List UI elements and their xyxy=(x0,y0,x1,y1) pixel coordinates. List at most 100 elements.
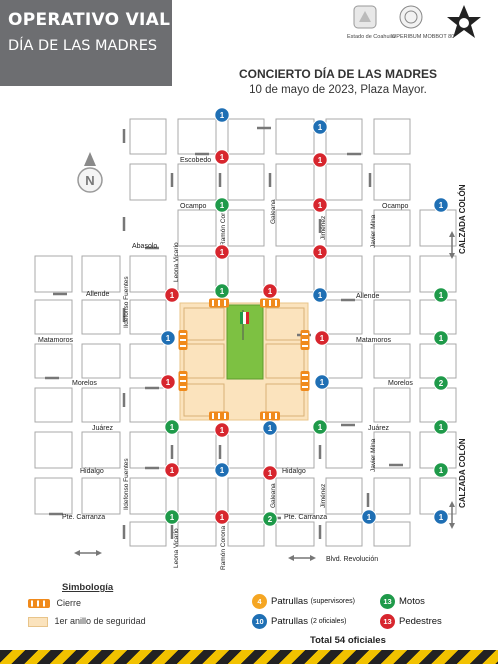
police-star-logo xyxy=(446,4,482,53)
street-label-morelos-right: Morelos xyxy=(388,380,413,387)
marker-pedestres: 1 xyxy=(312,244,328,260)
svg-text:1: 1 xyxy=(220,287,225,296)
marker-pedestres: 1 xyxy=(312,197,328,213)
city-block xyxy=(373,255,411,293)
closure-barrier xyxy=(260,411,280,421)
svg-text:1: 1 xyxy=(268,424,273,433)
city-block xyxy=(373,299,411,335)
marker-motos: 1 xyxy=(433,419,449,435)
marker-patrullas2: 1 xyxy=(262,420,278,436)
svg-text:2: 2 xyxy=(268,515,273,524)
city-block xyxy=(325,299,363,335)
closure-barrier xyxy=(300,371,310,391)
svg-text:1: 1 xyxy=(439,291,444,300)
city-block xyxy=(129,431,167,469)
city-block xyxy=(129,299,167,335)
city-block xyxy=(373,431,411,469)
marker-pedestres: 1 xyxy=(214,509,230,525)
svg-text:1: 1 xyxy=(320,334,325,343)
street-label-colon-top: CALZADA COLÓN xyxy=(458,184,467,254)
event-title: CONCIERTO DÍA DE LAS MADRES xyxy=(238,67,437,81)
city-block xyxy=(177,255,217,293)
marker-pedestres: 1 xyxy=(164,287,180,303)
city-block xyxy=(177,209,217,247)
marker-pedestres: 1 xyxy=(164,462,180,478)
svg-text:1: 1 xyxy=(220,513,225,522)
mexican-flag-icon xyxy=(240,312,243,324)
closure-barrier xyxy=(178,371,188,391)
street-label-revolucion: Blvd. Revolución xyxy=(326,556,378,563)
street-label-ocampo-right: Ocampo xyxy=(382,203,409,210)
street-label-ocampo: Ocampo xyxy=(180,203,207,210)
city-block xyxy=(227,209,265,247)
street-label-leona-top: Leona Vicario xyxy=(173,242,180,282)
city-block xyxy=(419,299,457,335)
ring-swatch xyxy=(28,616,48,627)
city-block xyxy=(81,343,121,379)
city-block xyxy=(177,163,217,201)
svg-text:1: 1 xyxy=(318,423,323,432)
city-block xyxy=(325,255,363,293)
city-block xyxy=(81,299,121,335)
street-label-escobedo: Escobedo xyxy=(180,157,211,164)
city-block xyxy=(419,255,457,293)
city-block xyxy=(34,431,73,469)
legend-security-ring: 1er anillo de seguridad xyxy=(28,616,146,627)
street-label-allende-right: Allende xyxy=(356,293,379,300)
city-block xyxy=(419,387,457,423)
government-logos: Estado de Coahuila OPERIBUM MOBBOT 80 xyxy=(343,4,488,54)
city-block xyxy=(129,387,167,423)
city-block xyxy=(34,255,73,293)
svg-text:1: 1 xyxy=(439,423,444,432)
street-label-juarez: Juárez xyxy=(92,425,114,432)
marker-pedestres: 1 xyxy=(160,374,176,390)
street-label-carranza: Pte. Carranza xyxy=(62,514,105,521)
street-label-morelos: Morelos xyxy=(72,380,97,387)
city-block xyxy=(177,118,217,155)
marker-motos: 1 xyxy=(164,419,180,435)
closures xyxy=(178,298,310,421)
operation-title-box: OPERATIVO VIAL DÍA DE LAS MADRES xyxy=(0,0,172,86)
svg-text:1: 1 xyxy=(220,201,225,210)
event-subtitle: 10 de mayo de 2023, Plaza Mayor. xyxy=(249,84,427,96)
svg-text:1: 1 xyxy=(166,334,171,343)
svg-text:1: 1 xyxy=(320,378,325,387)
hazard-stripe xyxy=(0,650,498,664)
closure-barrier xyxy=(209,411,229,421)
city-block xyxy=(325,118,363,155)
svg-text:1: 1 xyxy=(220,426,225,435)
marker-motos: 1 xyxy=(433,330,449,346)
city-block xyxy=(275,431,315,469)
city-block xyxy=(325,431,363,469)
street-label-allende: Allende xyxy=(86,291,109,298)
coahuila-seal-logo: Estado de Coahuila xyxy=(347,4,395,40)
svg-text:1: 1 xyxy=(439,513,444,522)
street-label-matamoros: Matamoros xyxy=(38,337,74,344)
city-block xyxy=(373,209,411,247)
svg-text:1: 1 xyxy=(439,466,444,475)
svg-text:1: 1 xyxy=(318,291,323,300)
marker-motos: 2 xyxy=(262,511,278,527)
svg-text:1: 1 xyxy=(220,466,225,475)
marker-patrullas2: 1 xyxy=(312,119,328,135)
street-label-abasolo: Abasolo xyxy=(132,243,157,250)
total-officers: Total 54 oficiales xyxy=(310,635,386,646)
street-label-ildefonso-top: Ildefonso Fuentes xyxy=(123,276,130,328)
marker-pedestres: 1 xyxy=(214,149,230,165)
city-block xyxy=(34,299,73,335)
svg-text:N: N xyxy=(85,173,94,188)
marker-pedestres: 1 xyxy=(314,330,330,346)
count-patrols: 10 Patrullas (2 oficiales) xyxy=(252,614,346,629)
city-block xyxy=(373,343,411,379)
svg-text:1: 1 xyxy=(166,378,171,387)
city-block xyxy=(419,343,457,379)
marker-patrullas2: 1 xyxy=(433,197,449,213)
marker-motos: 1 xyxy=(214,197,230,213)
svg-text:1: 1 xyxy=(220,111,225,120)
operation-title: OPERATIVO VIAL xyxy=(8,10,171,30)
svg-text:1: 1 xyxy=(268,469,273,478)
svg-text:1: 1 xyxy=(439,334,444,343)
count-supervisors: 4 Patrullas (supervisores) xyxy=(252,594,355,609)
closure-barrier xyxy=(260,298,280,308)
